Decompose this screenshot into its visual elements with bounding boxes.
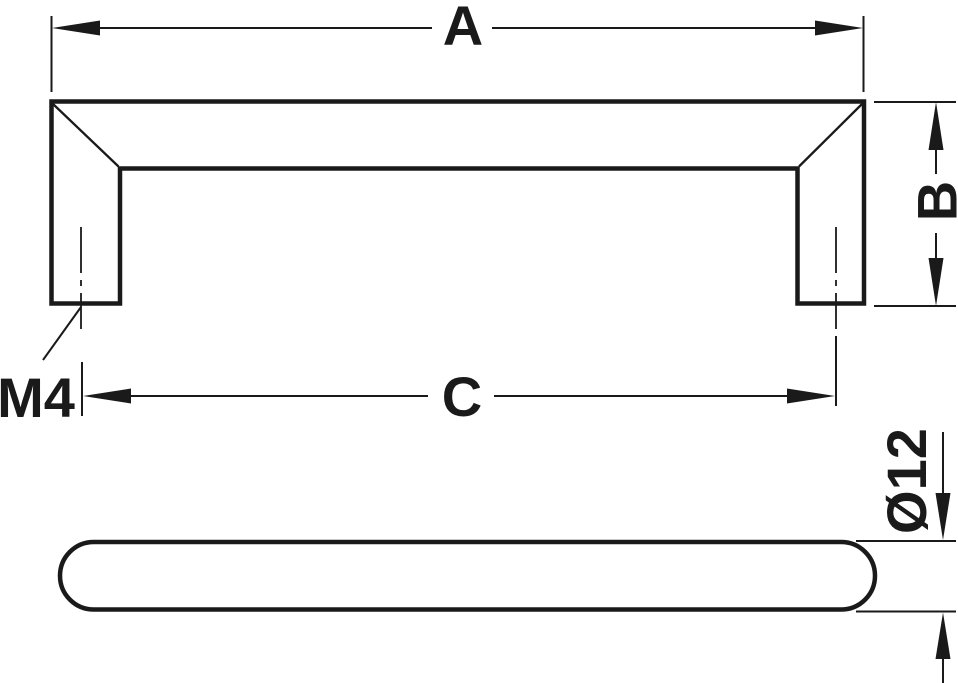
dim-c-arrow-right: [787, 388, 835, 404]
dim-dia-arrow-down: [935, 493, 951, 540]
dim-c-arrow-left: [83, 388, 131, 404]
dimension-c: [81, 336, 837, 416]
dimension-diameter: [856, 432, 956, 683]
dim-b-arrow-down: [928, 258, 944, 306]
dimension-a: [50, 16, 865, 92]
right-chamfer-line: [798, 102, 864, 168]
label-hole-spacing: C: [442, 365, 482, 428]
dim-a-arrow-right: [815, 20, 863, 36]
handle-outline: [49, 99, 867, 306]
dim-a-arrow-left: [52, 20, 100, 36]
handle-side-profile: [57, 539, 878, 612]
side-view: [57, 539, 878, 612]
label-thread: M4: [0, 366, 75, 429]
dim-b-arrow-up: [928, 102, 944, 150]
label-height: B: [906, 181, 958, 221]
dimension-labels: A B C M4 Ø12: [0, 0, 958, 534]
dim-dia-arrow-up: [935, 612, 951, 659]
front-view: [42, 99, 867, 361]
thread-leader-line: [42, 306, 82, 361]
left-chamfer-line: [51, 102, 120, 168]
label-diameter: Ø12: [875, 428, 938, 534]
dimension-b: [874, 101, 956, 307]
linework: [42, 16, 956, 683]
label-overall-length: A: [443, 0, 483, 57]
